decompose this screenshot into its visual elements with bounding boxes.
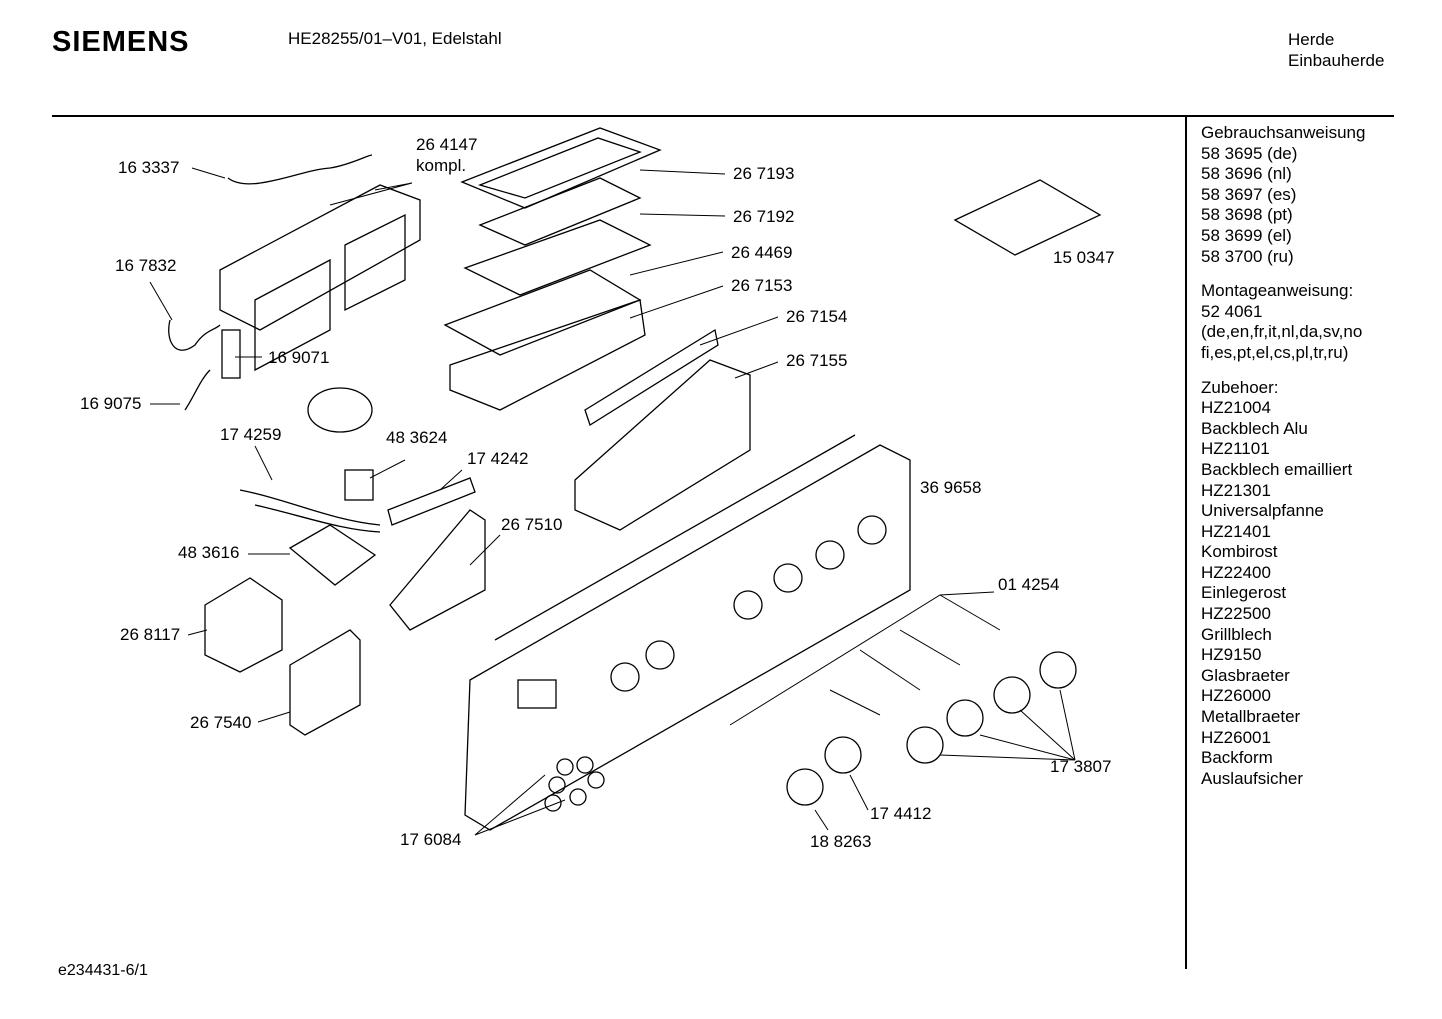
part-thermostat-483624 — [344, 469, 374, 501]
accessories-title: Zubehoer: — [1201, 377, 1279, 397]
accessory-item: Auslaufsicher — [1201, 768, 1304, 788]
assembly-title: Montageanweisung: — [1201, 281, 1354, 301]
part-switch-483616 — [288, 524, 377, 586]
leader-lines — [149, 167, 1076, 836]
part-cable-169075 — [184, 369, 211, 411]
manual-item: 58 3698 (pt) — [1201, 205, 1293, 225]
part-frame-267193 — [460, 127, 662, 209]
model-title: HE28255/01–V01, Edelstahl — [288, 29, 502, 48]
category-line: Herde — [1288, 30, 1335, 49]
part-bag-150347 — [953, 179, 1102, 256]
accessory-item: Metallbraeter — [1201, 707, 1301, 727]
accessory-item: Glasbraeter — [1201, 665, 1290, 685]
manual-item: 58 3699 (el) — [1201, 225, 1292, 245]
manual-item: 58 3697 (es) — [1201, 184, 1297, 204]
assembly-langs: (de,en,fr,it,nl,da,sv,no — [1201, 322, 1363, 342]
part-label: 26 4147 — [416, 135, 478, 154]
category-line: Einbauherde — [1288, 51, 1385, 70]
part-label: 17 4242 — [467, 449, 529, 468]
part-label: 17 6084 — [400, 830, 462, 849]
part-label: 17 4412 — [870, 804, 932, 823]
part-cable-167832 — [168, 319, 221, 351]
category: Herde Einbauherde — [1288, 29, 1384, 71]
manual-item: 58 3700 (ru) — [1201, 246, 1294, 266]
part-connector-169071 — [221, 329, 241, 379]
sidebar-info: Gebrauchsanweisung 58 3695 (de) 58 3696 … — [1201, 123, 1365, 789]
part-wires-174259 — [239, 489, 381, 533]
part-board-264469 — [463, 219, 652, 296]
part-label: 26 7192 — [733, 207, 795, 226]
part-wire-163337 — [227, 154, 373, 185]
part-label: 26 8117 — [120, 625, 181, 644]
part-panel-267155 — [574, 359, 751, 531]
part-label: 17 3807 — [1050, 757, 1112, 776]
accessory-item: HZ21004 — [1201, 398, 1271, 418]
part-label: 26 7540 — [190, 713, 252, 732]
accessory-item: HZ26001 — [1201, 727, 1271, 747]
accessory-item: Backform — [1201, 748, 1273, 768]
part-label: 26 7154 — [786, 307, 848, 326]
part-label: 48 3624 — [386, 428, 448, 447]
part-label: 16 9075 — [80, 394, 142, 413]
header-divider — [52, 115, 1394, 117]
manual-item: 58 3695 (de) — [1201, 143, 1298, 163]
siemens-logo: SIEMENS — [52, 26, 190, 58]
part-label: 36 9658 — [920, 478, 982, 497]
accessory-item: Einlegerost — [1201, 583, 1287, 603]
accessory-item: HZ21401 — [1201, 521, 1271, 541]
part-plate-267192 — [478, 177, 642, 246]
assembly-langs: fi,es,pt,el,cs,pl,tr,ru) — [1201, 342, 1349, 362]
part-frame-267540 — [289, 629, 361, 736]
accessory-item: Grillblech — [1201, 624, 1272, 644]
part-label: 16 9071 — [268, 348, 330, 367]
part-label: 26 7510 — [501, 515, 563, 534]
part-strip-267154 — [584, 328, 719, 426]
part-label: 01 4254 — [998, 575, 1060, 594]
accessory-item: Backblech Alu — [1201, 418, 1308, 438]
assembly-number: 52 4061 — [1201, 301, 1263, 321]
accessory-item: Kombirost — [1201, 542, 1278, 562]
part-fascia-369658 — [464, 434, 911, 831]
manual-title: Gebrauchsanweisung — [1201, 123, 1366, 142]
accessory-item: HZ26000 — [1201, 686, 1271, 706]
part-panel-267510 — [389, 509, 486, 631]
accessory-item: HZ21101 — [1201, 439, 1270, 459]
part-housing-268117 — [204, 577, 283, 673]
part-label: 48 3616 — [178, 543, 240, 562]
part-sensor-coil — [307, 387, 373, 433]
accessory-item: HZ21301 — [1201, 480, 1271, 500]
accessory-item: HZ9150 — [1201, 645, 1262, 665]
part-plate-174242 — [387, 477, 476, 526]
part-label: 26 7193 — [733, 164, 795, 183]
part-switch-block-264147 — [219, 184, 421, 372]
part-knobs-173807 — [786, 651, 1077, 806]
accessory-item: Backblech emailliert — [1201, 459, 1353, 479]
part-label: 26 7153 — [731, 276, 793, 295]
part-label: 17 4259 — [220, 425, 282, 444]
manual-item: 58 3696 (nl) — [1201, 164, 1292, 184]
part-label: 16 7832 — [115, 256, 177, 275]
accessory-item: HZ22400 — [1201, 562, 1271, 582]
part-label: 16 3337 — [118, 158, 180, 177]
accessory-item: Universalpfanne — [1201, 501, 1324, 521]
part-label: 26 4469 — [731, 243, 793, 262]
part-label: 26 7155 — [786, 351, 848, 370]
part-buttons-176084 — [544, 756, 605, 812]
accessory-item: HZ22500 — [1201, 604, 1271, 624]
sidebar-divider — [1185, 117, 1187, 969]
part-note: kompl. — [416, 156, 467, 175]
part-housing-267153 — [443, 269, 646, 411]
part-label: 15 0347 — [1053, 248, 1115, 267]
drawing-id: e234431-6/1 — [58, 962, 148, 979]
part-label: 18 8263 — [810, 832, 872, 851]
